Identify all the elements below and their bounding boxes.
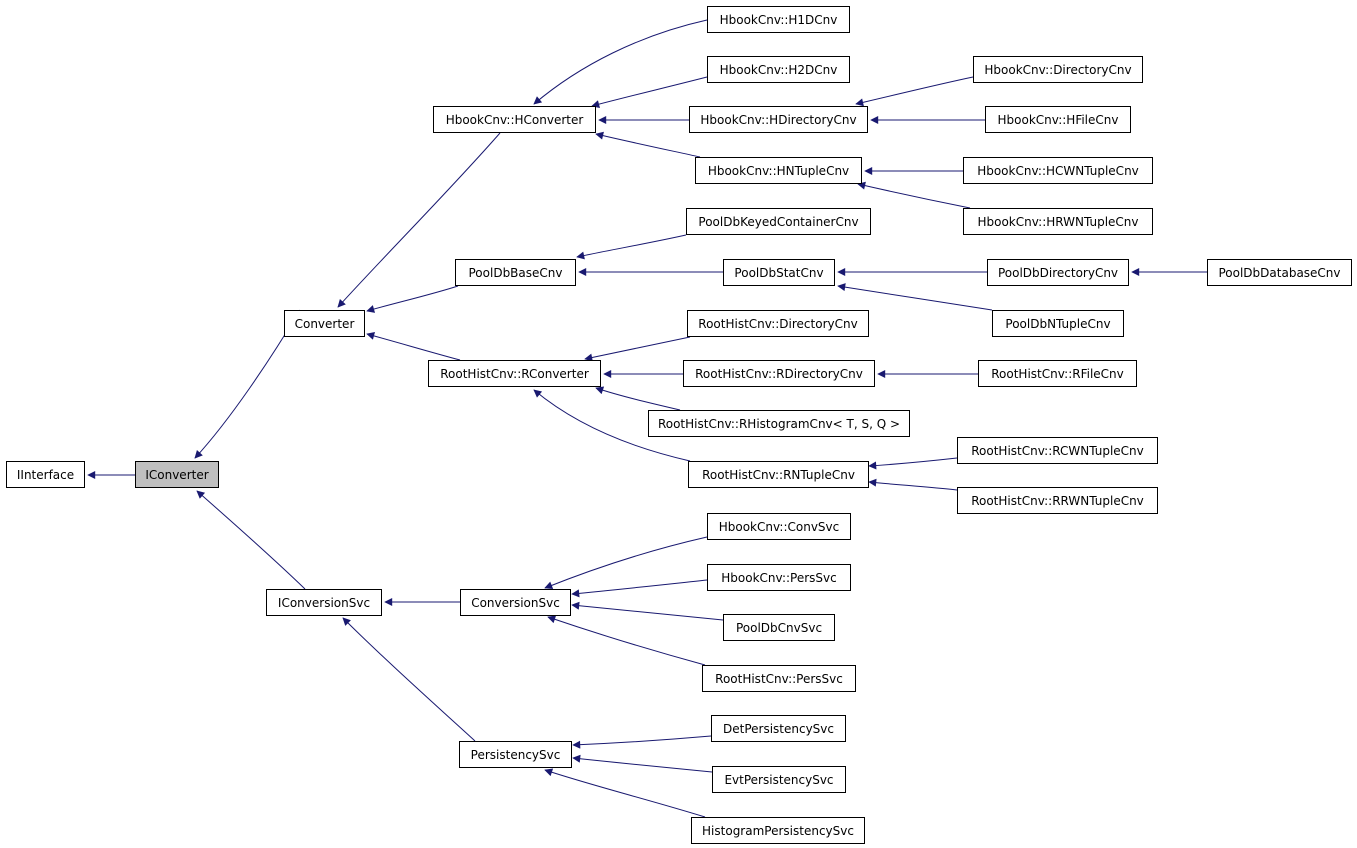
node-roothist-directorycnv[interactable]: RootHistCnv::DirectoryCnv [687, 310, 869, 337]
node-rhistogramcnv[interactable]: RootHistCnv::RHistogramCnv< T, S, Q > [648, 410, 910, 437]
node-iinterface[interactable]: IInterface [6, 461, 85, 488]
node-conversionsvc[interactable]: ConversionSvc [460, 589, 571, 616]
node-hcwntuplecnv[interactable]: HbookCnv::HCWNTupleCnv [963, 157, 1153, 184]
edge-rcwntuplecnv-rntuplecnv [868, 457, 958, 470]
edge-pooldbkeyedcontainercnv-pooldbbasecnv [576, 234, 687, 260]
node-converter[interactable]: Converter [284, 310, 365, 337]
node-persistencysvc[interactable]: PersistencySvc [459, 741, 572, 768]
node-pooldbkeyedcontainercnv[interactable]: PoolDbKeyedContainerCnv [686, 208, 871, 235]
edge-hconverter-converter [337, 132, 501, 308]
edge-hrwntuplecnv-hntuplecnv [857, 181, 971, 209]
node-pooldbstatcnv[interactable]: PoolDbStatCnv [723, 259, 835, 286]
edge-h2dcnv-hconverter [591, 76, 708, 109]
node-rdirectorycnv[interactable]: RootHistCnv::RDirectoryCnv [683, 360, 875, 387]
node-pooldbntuplecnv[interactable]: PoolDbNTupleCnv [992, 310, 1124, 337]
node-pooldbdatabasecnv[interactable]: PoolDbDatabaseCnv [1207, 259, 1352, 286]
edge-hntuplecnv-hconverter [595, 131, 701, 158]
node-rcwntuplecnv[interactable]: RootHistCnv::RCWNTupleCnv [957, 437, 1158, 464]
edge-persistencysvc-iconversionsvc [342, 617, 476, 742]
edge-pooldbbasecnv-converter [366, 285, 459, 313]
node-iconversionsvc[interactable]: IConversionSvc [266, 589, 382, 616]
node-rfilecnv[interactable]: RootHistCnv::RFileCnv [978, 360, 1137, 387]
node-pooldbbasecnv[interactable]: PoolDbBaseCnv [455, 259, 576, 286]
edge-rntuplecnv-rconverter [533, 389, 691, 462]
node-hbook-directorycnv[interactable]: HbookCnv::DirectoryCnv [973, 56, 1143, 83]
node-hrwntuplecnv[interactable]: HbookCnv::HRWNTupleCnv [963, 208, 1153, 235]
node-pooldbcnvsvc[interactable]: PoolDbCnvSvc [723, 614, 835, 641]
edge-h1dcnv-hconverter [533, 19, 708, 105]
node-hfilecnv[interactable]: HbookCnv::HFileCnv [985, 106, 1131, 133]
node-hdirectorycnv[interactable]: HbookCnv::HDirectoryCnv [689, 106, 868, 133]
node-hntuplecnv[interactable]: HbookCnv::HNTupleCnv [695, 157, 862, 184]
node-histogrampersistencysvc[interactable]: HistogramPersistencySvc [691, 817, 865, 844]
edge-pooldbntuplecnv-pooldbstatcnv [837, 283, 993, 311]
edge-rconverter-converter [366, 332, 461, 361]
node-hbook-perssvc[interactable]: HbookCnv::PersSvc [707, 564, 851, 591]
node-hbook-convsvc[interactable]: HbookCnv::ConvSvc [707, 513, 851, 540]
edge-hbook-directorycnv-hdirectorycnv [855, 76, 974, 107]
edge-pooldbcnvsvc-conversionsvc [571, 601, 724, 621]
edge-roothist-perssvc-conversionsvc [547, 615, 706, 666]
node-rrwntuplecnv[interactable]: RootHistCnv::RRWNTupleCnv [957, 487, 1158, 514]
node-h2dcnv[interactable]: HbookCnv::H2DCnv [707, 56, 850, 83]
edge-histogrampersistencysvc-persistencysvc [544, 768, 706, 818]
node-h1dcnv[interactable]: HbookCnv::H1DCnv [707, 6, 850, 33]
node-pooldbdirectorycnv[interactable]: PoolDbDirectoryCnv [987, 259, 1129, 286]
node-hconverter[interactable]: HbookCnv::HConverter [433, 106, 596, 133]
node-evtpersistencysvc[interactable]: EvtPersistencySvc [712, 766, 846, 793]
node-detpersistencysvc[interactable]: DetPersistencySvc [711, 715, 846, 742]
node-roothist-perssvc[interactable]: RootHistCnv::PersSvc [702, 665, 856, 692]
edge-roothist-directorycnv-rconverter [584, 336, 691, 362]
edge-iconversionsvc-iconverter [196, 490, 306, 590]
edge-hbook-perssvc-conversionsvc [571, 579, 708, 598]
edge-rrwntuplecnv-rntuplecnv [868, 478, 958, 491]
node-iconverter: IConverter [135, 461, 219, 488]
edge-detpersistencysvc-persistencysvc [572, 735, 712, 749]
edge-hbook-convsvc-conversionsvc [544, 536, 708, 590]
node-rntuplecnv[interactable]: RootHistCnv::RNTupleCnv [688, 461, 869, 488]
node-rconverter[interactable]: RootHistCnv::RConverter [428, 360, 601, 387]
edge-evtpersistencysvc-persistencysvc [572, 754, 713, 773]
edge-rhistogramcnv-rconverter [595, 386, 681, 411]
